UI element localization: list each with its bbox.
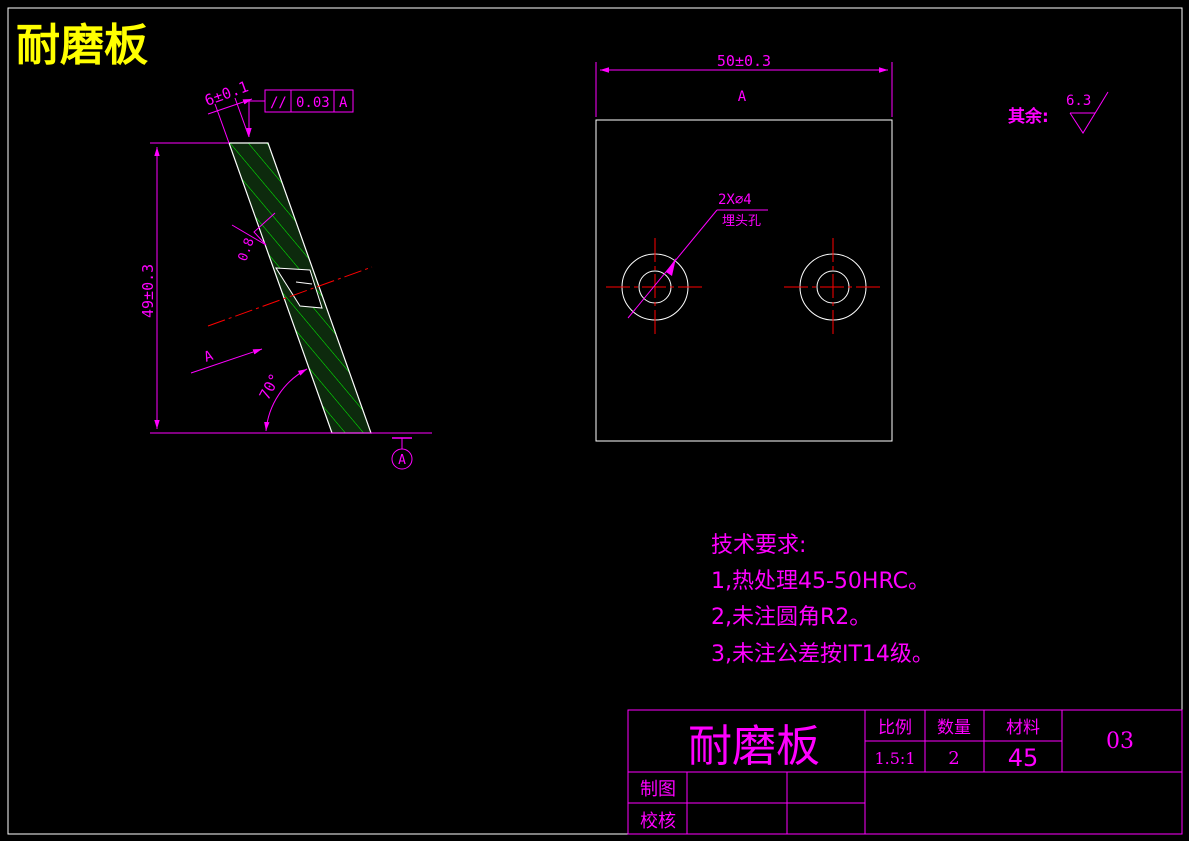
- roughness-value: 0.8: [236, 236, 258, 263]
- technical-notes: 技术要求: 1,热处理45-50HRC。 2,未注圆角R2。 3,未注公差按IT…: [711, 533, 934, 667]
- side-view: 49±0.3 6±0.1 // 0.03 A 0.8 A 70° A: [139, 77, 432, 470]
- angle-arc: [264, 368, 308, 432]
- title-block-material-label: 材料: [1006, 718, 1040, 738]
- title-block-qty-label: 数量: [937, 718, 971, 738]
- title-block-scale-label: 比例: [878, 718, 912, 738]
- general-finish: 其余: 6.3: [1008, 91, 1109, 134]
- title-block: [627, 709, 1183, 835]
- thickness-dim-text: 6±0.1: [202, 77, 251, 109]
- roughness-symbol: [231, 212, 276, 246]
- plate-outline: [595, 119, 893, 442]
- general-finish-symbol: [1069, 91, 1109, 134]
- title-block-material-value: 45: [1008, 744, 1039, 772]
- hole-spec-line1: 2X⌀4: [718, 192, 752, 208]
- view-arrow-label: A: [202, 348, 216, 366]
- hole-leader-arrow: [666, 258, 676, 276]
- thickness-dim-line: [207, 98, 253, 115]
- hole-centerline: [207, 266, 373, 327]
- width-dim-text: 50±0.3: [717, 52, 771, 70]
- notes-heading: 技术要求:: [711, 533, 806, 558]
- gdt-frame: [264, 89, 354, 113]
- angle-text: 70°: [256, 371, 285, 403]
- thickness-ext-left: [214, 103, 230, 144]
- sheet-border: [7, 7, 1183, 835]
- title-block-drawn-label: 制图: [640, 779, 676, 800]
- general-finish-value: 6.3: [1066, 93, 1091, 109]
- gdt-tolerance: 0.03: [296, 95, 330, 111]
- notes-item-3: 3,未注公差按IT14级。: [711, 642, 934, 667]
- title-block-scale-value: 1.5:1: [874, 749, 915, 768]
- notes-item-1: 1,热处理45-50HRC。: [711, 569, 930, 594]
- page-title: 耐磨板: [16, 20, 148, 71]
- notes-item-2: 2,未注圆角R2。: [711, 605, 871, 630]
- general-finish-label: 其余:: [1008, 106, 1049, 127]
- title-block-drawing-no: 03: [1106, 729, 1134, 754]
- title-block-checked-label: 校核: [640, 811, 676, 832]
- gdt-parallel-symbol: //: [270, 95, 287, 111]
- datum-circle: [391, 448, 413, 470]
- gdt-datum: A: [339, 95, 348, 111]
- notch-line: [295, 281, 313, 285]
- title-block-qty-value: 2: [948, 748, 959, 769]
- front-view-label: A: [738, 89, 747, 105]
- title-block-part-name: 耐磨板: [688, 721, 820, 772]
- front-view: 50±0.3 A 2X⌀4 埋头孔: [595, 52, 893, 442]
- countersink-notch: [275, 267, 323, 309]
- view-arrow: [190, 348, 263, 374]
- datum-label: A: [398, 453, 406, 468]
- height-dim-text: 49±0.3: [139, 264, 157, 318]
- hole-spec-line2: 埋头孔: [722, 214, 761, 229]
